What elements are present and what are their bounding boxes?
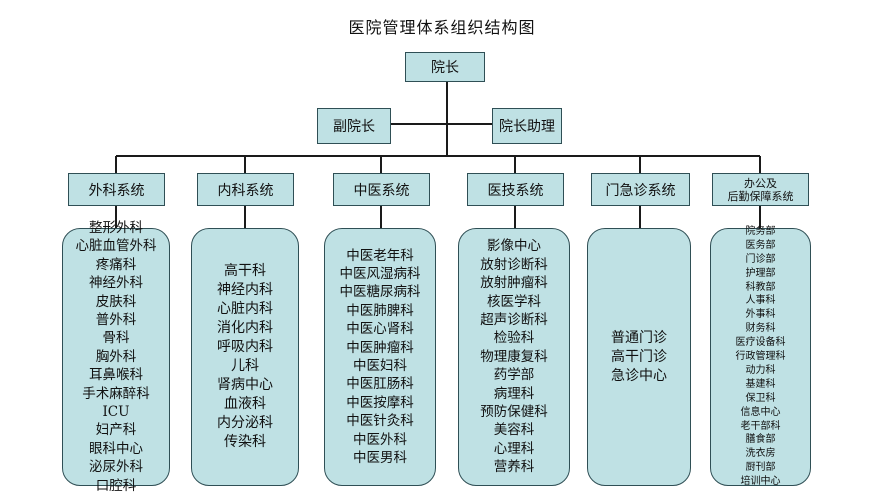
- department-item: 妇产科: [95, 422, 137, 439]
- department-item: 外事科: [745, 309, 776, 321]
- department-item: 呼吸内科: [217, 339, 273, 355]
- system-header-surgery: 外科系统: [68, 173, 165, 206]
- department-item: 培训中心: [740, 476, 781, 488]
- department-item: 医疗设备科: [735, 337, 786, 349]
- department-list-internal: 高干科神经内科心脏内科消化内科呼吸内科儿科肾病中心血液科内分泌科传染科: [217, 262, 273, 452]
- system-header-admin-line1: 办公及: [744, 176, 777, 190]
- department-item: 洗衣房: [745, 448, 776, 460]
- department-item: 信息中心: [740, 406, 781, 418]
- department-item: 预防保健科: [480, 404, 548, 421]
- department-item: 传染科: [224, 434, 266, 450]
- department-item: 内分泌科: [217, 415, 273, 431]
- department-item: 中医风湿病科: [339, 265, 421, 282]
- department-item: 中医老年科: [346, 247, 414, 264]
- department-item: 泌尿外科: [89, 459, 143, 476]
- system-header-tcm: 中医系统: [333, 173, 430, 206]
- department-item: 门诊部: [745, 253, 776, 265]
- department-item: 物理康复科: [480, 348, 548, 365]
- department-item: 检验科: [493, 330, 535, 347]
- department-item: 放射肿瘤科: [480, 275, 548, 292]
- department-list-medtech: 影像中心放射诊断科放射肿瘤科核医学科超声诊断科检验科物理康复科药学部病理科预防保…: [480, 237, 548, 476]
- department-item: 厨刊部: [745, 462, 776, 474]
- department-item: 急诊中心: [611, 367, 667, 384]
- department-item: 肾病中心: [217, 377, 273, 393]
- department-item: 病理科: [493, 385, 535, 402]
- department-item: 影像中心: [487, 238, 541, 255]
- column-admin: 院务部医务部门诊部护理部科教部人事科外事科财务科医疗设备科行政管理科动力科基建科…: [710, 225, 811, 489]
- deputy-box-vice-president: 副院长: [317, 108, 391, 144]
- department-item: 中医肛肠科: [346, 376, 414, 393]
- department-item: 科教部: [745, 281, 776, 293]
- column-medtech: 影像中心放射诊断科放射肿瘤科核医学科超声诊断科检验科物理康复科药学部病理科预防保…: [458, 228, 570, 486]
- department-item: 中医针灸科: [346, 413, 414, 430]
- column-internal: 高干科神经内科心脏内科消化内科呼吸内科儿科肾病中心血液科内分泌科传染科: [191, 228, 299, 486]
- department-item: 疼痛科: [95, 256, 137, 273]
- department-item: 普通门诊: [611, 329, 667, 346]
- department-item: 神经内科: [217, 282, 273, 298]
- column-surgery: 整形外科心脏血管外科疼痛科神经外科皮肤科普外科骨科胸外科耳鼻喉科手术麻醉科 ICU…: [62, 220, 170, 494]
- department-item: 核医学科: [487, 293, 541, 310]
- department-item: 中医男科: [353, 450, 407, 467]
- department-item: 超声诊断科: [480, 311, 548, 328]
- department-item: 老干部科: [740, 420, 781, 432]
- department-list-admin: 院务部医务部门诊部护理部科教部人事科外事科财务科医疗设备科行政管理科动力科基建科…: [736, 225, 786, 489]
- system-header-internal: 内科系统: [197, 173, 294, 206]
- department-item: 手术麻醉科: [82, 385, 150, 402]
- department-item: 儿科: [231, 358, 259, 374]
- department-item: 胸外科: [95, 348, 137, 365]
- department-list-tcm: 中医老年科中医风湿病科中医糖尿病科中医肺脾科中医心肾科中医肿瘤科中医妇科中医肛肠…: [340, 247, 421, 468]
- department-item: 美容科: [493, 422, 535, 439]
- department-item: 保卫科: [745, 392, 776, 404]
- department-item: 营养科: [493, 459, 535, 476]
- department-item: 骨科: [102, 330, 130, 347]
- deputy-box-assistant: 院长助理: [492, 108, 562, 144]
- department-item: 中医心肾科: [346, 321, 414, 338]
- department-item: 中医肺脾科: [346, 302, 414, 319]
- system-header-medtech: 医技系统: [467, 173, 564, 206]
- department-item: 眼科中心: [89, 440, 143, 457]
- department-item: 中医肿瘤科: [346, 339, 414, 356]
- department-item: 行政管理科: [735, 351, 786, 363]
- department-item: 高干科: [224, 263, 266, 279]
- department-item: 中医按摩科: [346, 394, 414, 411]
- department-item: 消化内科: [217, 320, 273, 336]
- system-header-outpatient: 门急诊系统: [591, 173, 690, 206]
- department-item: 膳食部: [745, 434, 776, 446]
- department-item: 高干门诊: [611, 348, 667, 365]
- department-item: 基建科: [745, 378, 776, 390]
- department-item: 皮肤科: [95, 293, 137, 310]
- department-item: 耳鼻喉科: [89, 367, 143, 384]
- department-item: 药学部: [493, 367, 535, 384]
- department-item: 心脏血管外科: [75, 238, 157, 255]
- department-item: 心理科: [493, 440, 535, 457]
- department-item: ICU: [102, 404, 130, 421]
- department-item: 院务部: [745, 225, 776, 237]
- system-header-admin-line2: 后勤保障系统: [727, 189, 794, 203]
- department-list-outpatient: 普通门诊高干门诊急诊中心: [611, 329, 667, 386]
- system-header-admin: 办公及 后勤保障系统: [712, 173, 809, 206]
- department-item: 神经外科: [89, 275, 143, 292]
- department-item: 护理部: [745, 267, 776, 279]
- department-list-surgery: 整形外科心脏血管外科疼痛科神经外科皮肤科普外科骨科胸外科耳鼻喉科手术麻醉科 ICU…: [76, 219, 157, 495]
- root-box: 院长: [405, 52, 485, 82]
- department-item: 整形外科: [89, 219, 143, 236]
- department-item: 中医糖尿病科: [339, 284, 421, 301]
- department-item: 人事科: [745, 295, 776, 307]
- department-item: 财务科: [745, 323, 776, 335]
- department-item: 医务部: [745, 239, 776, 251]
- department-item: 动力科: [745, 364, 776, 376]
- department-item: 普外科: [95, 311, 137, 328]
- department-item: 放射诊断科: [480, 256, 548, 273]
- department-item: 中医妇科: [353, 358, 407, 374]
- department-item: 血液科: [224, 396, 266, 412]
- department-item: 口腔科: [95, 477, 137, 494]
- department-item: 心脏内科: [217, 301, 273, 317]
- department-item: 中医外科: [353, 431, 407, 448]
- column-tcm: 中医老年科中医风湿病科中医糖尿病科中医肺脾科中医心肾科中医肿瘤科中医妇科中医肛肠…: [324, 228, 436, 486]
- chart-title: 医院管理体系组织结构图: [348, 18, 536, 37]
- column-outpatient: 普通门诊高干门诊急诊中心: [587, 228, 691, 486]
